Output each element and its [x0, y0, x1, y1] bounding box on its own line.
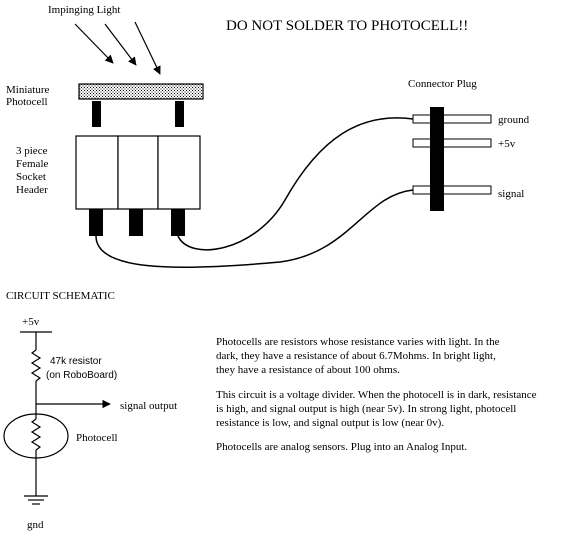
resistor-47k-symbol — [30, 349, 42, 382]
socket-pin-2 — [129, 209, 143, 236]
svg-text:dark, they have a resistance o: dark, they have a resistance of about 6.… — [216, 350, 496, 362]
socket-pin-3 — [171, 209, 185, 236]
svg-text:Photocells are resistors whose: Photocells are resistors whose resistanc… — [216, 336, 500, 348]
svg-text:is high, and signal output is: is high, and signal output is high (near… — [216, 403, 516, 415]
schematic-wires — [3, 332, 111, 496]
photocell-leg-right — [175, 101, 184, 127]
photocell-label-line1: Miniature — [6, 84, 49, 96]
photocell-leg-left — [92, 101, 101, 127]
ground-symbol — [24, 495, 48, 505]
svg-text:Photocells are analog sensors.: Photocells are analog sensors. Plug into… — [216, 441, 467, 453]
warning-title: DO NOT SOLDER TO PHOTOCELL!! — [226, 18, 468, 34]
impinging-light-label: Impinging Light — [48, 4, 120, 16]
light-arrows — [74, 21, 161, 75]
pin-ground — [412, 114, 492, 124]
pin-signal — [412, 185, 492, 195]
vcc-label: +5v — [22, 316, 40, 328]
light-arrow-1 — [74, 23, 114, 64]
connector-plug-label: Connector Plug — [408, 78, 477, 90]
socket-pin-1 — [89, 209, 103, 236]
header-label-line4: Header — [16, 184, 48, 196]
light-arrow-2 — [104, 23, 137, 66]
header-label-line1: 3 piece — [16, 145, 48, 157]
wire-ground — [177, 117, 414, 251]
socket-header — [75, 135, 201, 210]
photocell-schematic-label: Photocell — [76, 432, 118, 444]
schematic-title: CIRCUIT SCHEMATIC — [6, 290, 115, 302]
svg-text:This circuit is a voltage divi: This circuit is a voltage divider. When … — [216, 389, 537, 401]
svg-text:resistance is low, and signal: resistance is low, and signal output is … — [216, 417, 444, 429]
photocell-label-line2: Photocell — [6, 96, 48, 108]
photocell-body — [78, 83, 204, 100]
pin-signal-label: signal — [498, 188, 524, 200]
svg-text:they have a resistance of abou: they have a resistance of about 100 ohms… — [216, 364, 400, 376]
header-label-line3: Socket — [16, 171, 46, 183]
gnd-label: gnd — [27, 519, 44, 531]
pin-ground-label: ground — [498, 114, 530, 126]
photocell-resistor-symbol — [30, 418, 42, 451]
light-arrow-3 — [134, 21, 161, 75]
socket-cell-2 — [117, 135, 159, 210]
resistor-label: 47k resistor — [50, 356, 102, 367]
socket-cell-3 — [157, 135, 201, 210]
header-label-line2: Female — [16, 158, 48, 170]
pin-5v — [412, 138, 492, 148]
connector-body — [430, 107, 444, 211]
pin-5v-label: +5v — [498, 138, 516, 150]
socket-cell-1 — [75, 135, 119, 210]
wire-signal — [95, 189, 414, 269]
resistor-note: (on RoboBoard) — [46, 370, 117, 381]
description: Photocells are resistors whose resistanc… — [216, 336, 537, 453]
signal-output-label: signal output — [120, 400, 177, 412]
